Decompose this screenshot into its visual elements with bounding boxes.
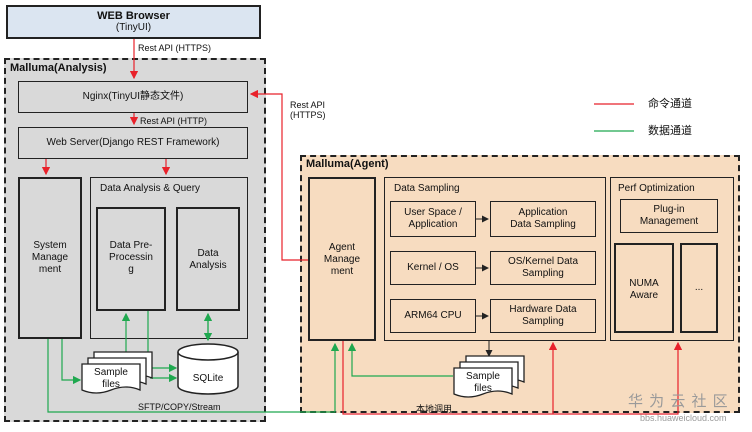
hardware-sampling-label-2: Sampling — [522, 316, 564, 327]
os-kernel-sampling-label-2: Sampling — [522, 268, 564, 279]
ellipsis-label: ... — [694, 282, 704, 293]
user-space-label-2: Application — [408, 219, 458, 230]
application-sampling-box — [490, 201, 596, 237]
user-space-label-1: User Space / — [404, 207, 462, 218]
label-rest-api-side-1: Rest API — [290, 100, 326, 110]
label-rest-api-https-top: Rest API (HTTPS) — [138, 43, 212, 53]
kernel-os-label: Kernel / OS — [407, 262, 459, 273]
preprocessing-label-1: Data Pre- — [109, 240, 153, 251]
label-local-call: 本地调用 — [416, 404, 453, 414]
analysis-sample-files-label-1: Sample — [94, 367, 128, 378]
hardware-sampling-box — [490, 299, 596, 333]
web-server-box — [18, 127, 248, 159]
data-preprocessing-box — [96, 207, 166, 311]
system-management-label-1: System — [33, 240, 67, 251]
arrow-agent-nginx — [249, 89, 308, 261]
data-analysis-label-2: Analysis — [189, 260, 227, 271]
system-management-label-2: Manage — [31, 252, 69, 263]
os-kernel-sampling-label-1: OS/Kernel Data — [507, 256, 579, 267]
data-analysis-query-title: Data Analysis & Query — [100, 183, 201, 194]
sample-files-analysis-icon — [81, 351, 153, 394]
browser-title: WEB Browser — [97, 10, 170, 22]
preprocessing-label-3: g — [128, 264, 134, 275]
sample-files-agent-icon — [453, 355, 525, 398]
numa-aware-label-1: NUMA — [629, 278, 659, 289]
browser-subtitle: (TinyUI) — [115, 22, 152, 33]
legend-data-label: 数据通道 — [648, 125, 692, 137]
numa-aware-box — [614, 243, 674, 333]
analysis-sample-files-label-2: files — [102, 379, 120, 390]
data-sampling-title: Data Sampling — [394, 183, 460, 194]
kernel-os-box — [390, 251, 476, 285]
agent-management-label-2: Manage — [323, 254, 361, 265]
agent-management-label-1: Agent — [328, 242, 356, 253]
label-rest-api-http: Rest API (HTTP) — [140, 116, 208, 126]
agent-sample-files-label-2: files — [474, 383, 492, 394]
perf-optimization-title: Perf Optimization — [618, 183, 695, 194]
hardware-sampling-label-1: Hardware Data — [509, 304, 577, 315]
arrow-sysmgmt-samplefiles — [61, 339, 82, 385]
watermark-url: bbs.huaweicloud.com — [640, 413, 727, 423]
arm64-cpu-label: ARM64 CPU — [404, 310, 462, 321]
nginx-label: Nginx(TinyUI静态文件) — [82, 91, 184, 102]
plugin-management-label-1: Plug-in — [653, 204, 685, 215]
arrow-local-call-perf — [342, 341, 683, 415]
agent-title: Malluma(Agent) — [306, 158, 389, 170]
plugin-management-label-2: Management — [639, 216, 699, 227]
data-analysis-box — [176, 207, 240, 311]
analysis-title: Malluma(Analysis) — [10, 62, 107, 74]
label-rest-api-side-2: (HTTPS) — [290, 110, 326, 120]
system-management-box — [18, 177, 82, 339]
arrow-sftp-stream — [47, 339, 340, 413]
web-server-label: Web Server(Django REST Framework) — [46, 137, 220, 148]
ellipsis-box — [680, 243, 718, 333]
nginx-box — [18, 81, 248, 113]
web-browser-box — [6, 5, 261, 39]
plugin-management-box — [620, 199, 718, 233]
label-sftp-copy-stream: SFTP/COPY/Stream — [138, 402, 221, 412]
application-sampling-label-1: Application — [518, 207, 568, 218]
data-analysis-label-1: Data — [197, 248, 219, 259]
user-space-box — [390, 201, 476, 237]
os-kernel-sampling-box — [490, 251, 596, 285]
sqlite-label: SQLite — [192, 373, 224, 384]
system-management-label-3: ment — [38, 264, 62, 275]
agent-management-label-3: ment — [330, 266, 354, 277]
arm64-cpu-box — [390, 299, 476, 333]
arrow-agent-samplefiles — [347, 342, 453, 377]
application-sampling-label-2: Data Sampling — [510, 219, 576, 230]
numa-aware-label-2: Aware — [629, 290, 659, 301]
watermark-title: 华 为 云 社 区 — [628, 393, 729, 410]
sqlite-database-icon — [177, 343, 239, 395]
agent-sample-files-label-1: Sample — [466, 371, 500, 382]
agent-management-box — [308, 177, 376, 341]
legend-command-label: 命令通道 — [648, 98, 692, 110]
preprocessing-label-2: Processin — [109, 252, 153, 263]
